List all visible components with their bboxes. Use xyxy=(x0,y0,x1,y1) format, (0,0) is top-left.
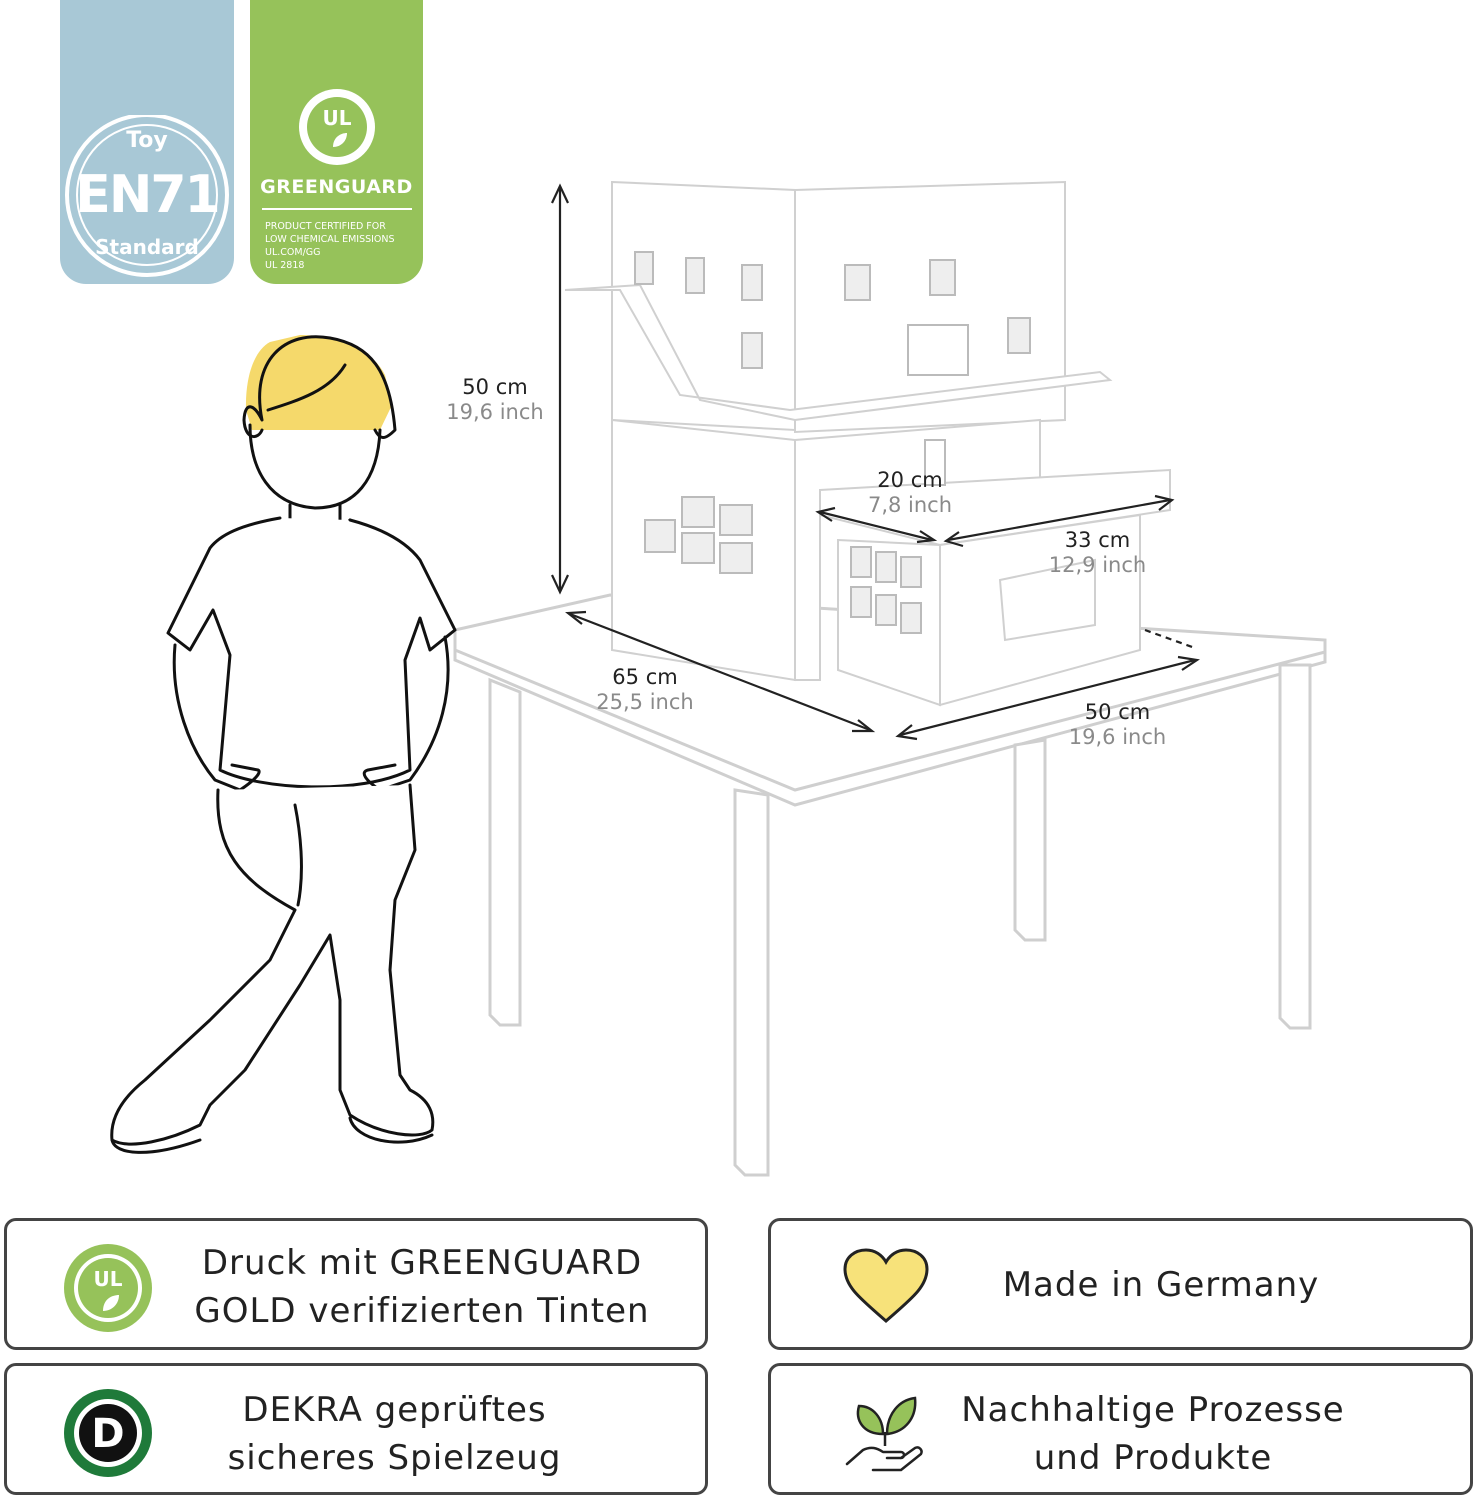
feature-greenguard-line-2: GOLD verifizierten Tinten xyxy=(194,1291,650,1331)
dimension-height: 50 cm 19,6 inch xyxy=(440,375,550,425)
product-illustration xyxy=(110,180,1327,1177)
feature-dekra-line-1: DEKRA geprüftes xyxy=(242,1390,547,1430)
feature-sustainable: Nachhaltige Prozesse und Produkte xyxy=(768,1363,1473,1495)
svg-text:UL: UL xyxy=(323,106,352,130)
feature-sustainable-text: Nachhaltige Prozesse und Produkte xyxy=(943,1386,1363,1482)
dimension-depth-cm: 50 cm xyxy=(1084,700,1151,724)
dekra-icon: D xyxy=(64,1389,152,1477)
feature-made-in-germany-text: Made in Germany xyxy=(961,1261,1361,1309)
child-figure xyxy=(110,335,457,1154)
feature-made-in-germany-line-1: Made in Germany xyxy=(1002,1265,1320,1305)
greenguard-label: GREENGUARD xyxy=(260,176,413,198)
greenguard-certification-text: PRODUCT CERTIFIED FOR LOW CHEMICAL EMISS… xyxy=(265,220,395,272)
dimension-depth-inch: 19,6 inch xyxy=(1068,725,1167,749)
dimension-length: 65 cm 25,5 inch xyxy=(585,665,705,715)
feature-greenguard-text: Druck mit GREENGUARD GOLD verifizierten … xyxy=(167,1239,677,1335)
dimension-porch-width-cm: 33 cm xyxy=(1064,528,1131,552)
ul-greenguard-icon: UL xyxy=(64,1244,152,1332)
feature-sustainable-line-1: Nachhaltige Prozesse xyxy=(961,1390,1345,1430)
en71-seal-icon xyxy=(65,115,229,277)
feature-greenguard-ink: UL Druck mit GREENGUARD GOLD verifiziert… xyxy=(4,1218,708,1350)
greenguard-line-4: UL 2818 xyxy=(265,260,305,271)
dimension-porch-depth-cm: 20 cm xyxy=(877,468,943,492)
en71-bottom-label: Standard xyxy=(95,235,199,259)
feature-made-in-germany: Made in Germany xyxy=(768,1218,1473,1350)
svg-text:D: D xyxy=(91,1411,124,1457)
feature-greenguard-line-1: Druck mit GREENGUARD xyxy=(201,1243,643,1283)
ul-logo-icon: UL xyxy=(299,89,375,165)
en71-main-label: EN71 xyxy=(75,165,220,225)
svg-text:UL: UL xyxy=(94,1267,123,1291)
dimension-height-cm: 50 cm xyxy=(462,375,528,399)
dimension-length-cm: 65 cm xyxy=(612,665,678,689)
greenguard-badge: UL xyxy=(250,0,423,284)
dimension-porch-width-inch: 12,9 inch xyxy=(1048,553,1147,577)
dimension-porch-depth: 20 cm 7,8 inch xyxy=(855,468,965,518)
en71-top-label: Toy xyxy=(126,128,168,153)
feature-sustainable-line-2: und Produkte xyxy=(1033,1438,1273,1478)
feature-dekra: D DEKRA geprüftes sicheres Spielzeug xyxy=(4,1363,708,1495)
greenguard-line-3: UL.COM/GG xyxy=(265,247,321,258)
heart-icon xyxy=(843,1248,929,1323)
feature-dekra-text: DEKRA geprüftes sicheres Spielzeug xyxy=(167,1386,622,1482)
dimension-arrows xyxy=(551,183,1200,741)
greenguard-divider xyxy=(262,208,412,210)
dimension-height-inch: 19,6 inch xyxy=(446,400,544,424)
en71-badge xyxy=(60,0,234,284)
dimension-porch-width: 33 cm 12,9 inch xyxy=(1040,528,1155,578)
greenguard-line-1: PRODUCT CERTIFIED FOR xyxy=(265,221,386,232)
dimension-depth: 50 cm 19,6 inch xyxy=(1060,700,1175,750)
plant-hand-icon xyxy=(845,1396,923,1472)
cardboard-house xyxy=(564,180,1171,707)
greenguard-line-2: LOW CHEMICAL EMISSIONS xyxy=(265,234,395,245)
feature-dekra-line-2: sicheres Spielzeug xyxy=(227,1438,562,1478)
dimension-length-inch: 25,5 inch xyxy=(596,690,694,714)
dimension-porch-depth-inch: 7,8 inch xyxy=(867,493,953,517)
